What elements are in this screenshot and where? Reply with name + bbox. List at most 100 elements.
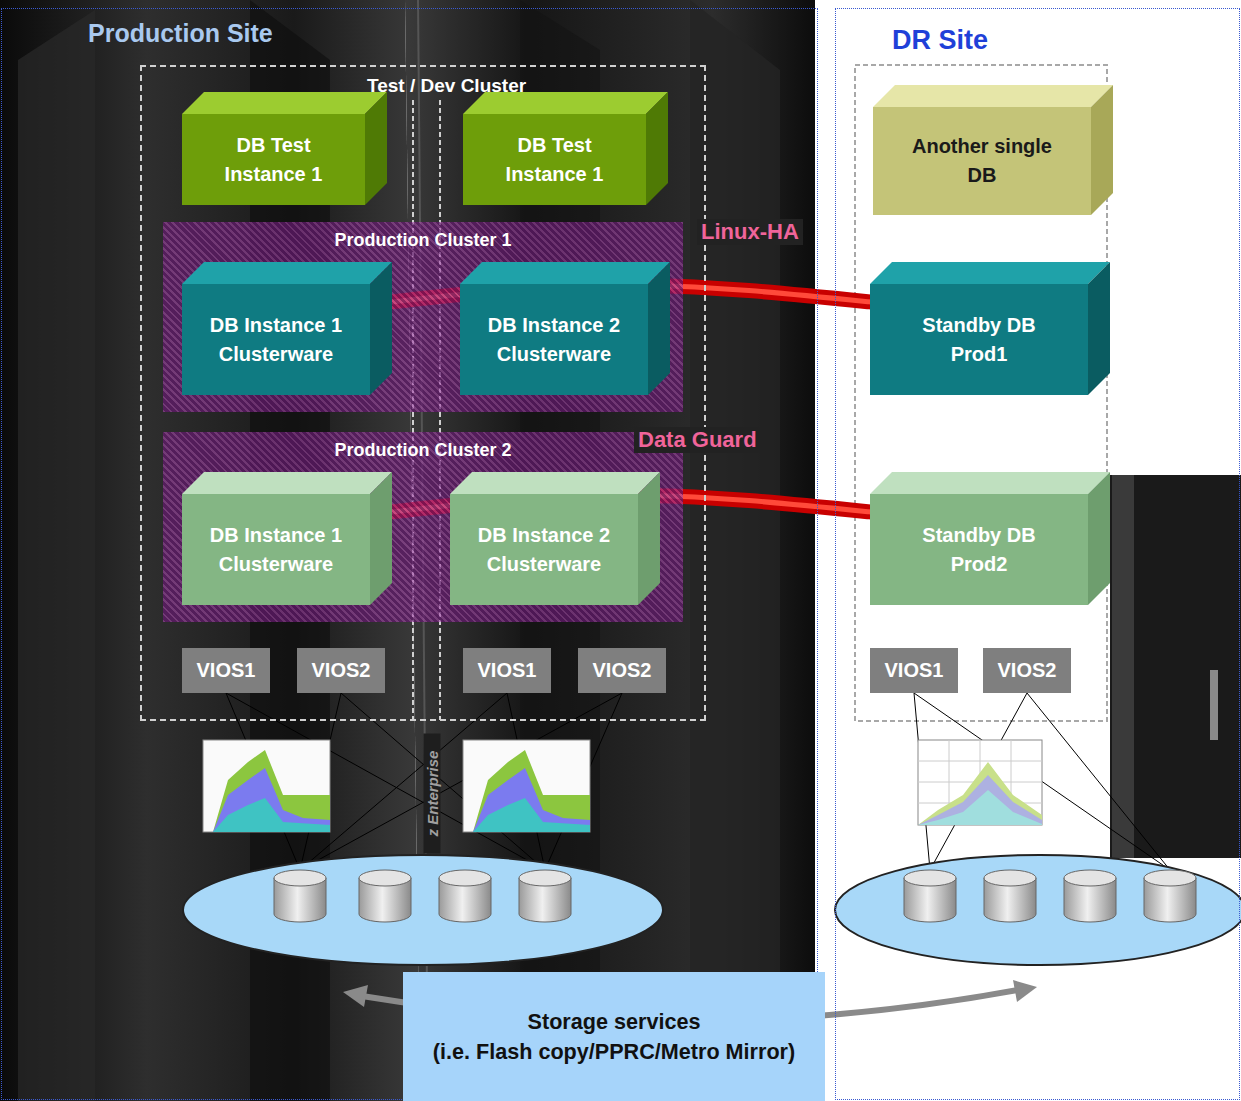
- server-cabinet: [1110, 475, 1241, 858]
- cube-top: [182, 472, 392, 494]
- cube-side: [370, 472, 392, 605]
- box-label: DB Test Instance 1: [197, 131, 350, 189]
- disk-symbol: [359, 870, 411, 886]
- cube-front: [460, 284, 648, 395]
- chart-area: [473, 798, 590, 832]
- db-box: DB Instance 2 Clusterware: [450, 472, 660, 605]
- chart-area: [473, 750, 590, 832]
- db-box: Another single DB: [873, 85, 1113, 215]
- cube-side: [1088, 472, 1110, 605]
- server-handle: [1210, 670, 1218, 740]
- box-label: DB Test Instance 1: [478, 131, 631, 189]
- cube-front: [182, 284, 370, 395]
- cube-side: [1088, 262, 1110, 395]
- cluster-title: Production Cluster 2: [163, 432, 683, 461]
- box-face: DB Instance 2 Clusterware: [460, 284, 648, 395]
- storage-services-box: Storage services(i.e. Flash copy/PPRC/Me…: [403, 972, 825, 1101]
- cube-top: [870, 472, 1110, 494]
- db-box: DB Test Instance 1: [182, 92, 387, 205]
- storage-pool: [183, 855, 663, 965]
- chart-area: [918, 762, 1042, 825]
- cube-top: [870, 262, 1110, 284]
- cube-side: [646, 92, 668, 205]
- chart-area: [213, 750, 330, 832]
- box-face: Standby DB Prod1: [870, 284, 1088, 395]
- box-face: Another single DB: [873, 107, 1091, 215]
- chart-area: [918, 775, 1042, 825]
- box-label: DB Instance 1 Clusterware: [192, 311, 360, 369]
- box-face: DB Test Instance 1: [463, 114, 646, 205]
- wire: [1027, 693, 1170, 870]
- region-title: Production Site: [88, 19, 273, 48]
- box-label: DB Instance 2 Clusterware: [470, 311, 638, 369]
- box-face: DB Instance 1 Clusterware: [182, 494, 370, 605]
- cube-front: [870, 284, 1088, 395]
- cube-front: [873, 107, 1091, 215]
- box-face: DB Instance 1 Clusterware: [182, 284, 370, 395]
- cluster-region: Test / Dev ClusterDB Test Instance 1DB T…: [140, 65, 706, 721]
- box-label: VIOS2: [312, 657, 371, 684]
- edge-label: Data Guard: [634, 427, 761, 453]
- site-region: DR SiteAnother single DB Standby DB Prod1…: [835, 8, 1240, 1100]
- cube-top: [463, 92, 668, 114]
- cube-side: [638, 472, 660, 605]
- box-label: VIOS1: [885, 657, 944, 684]
- disk-symbol: [519, 870, 571, 886]
- vios-box: VIOS1: [182, 648, 270, 693]
- cube-front: [182, 114, 365, 205]
- region-title: DR Site: [892, 25, 988, 56]
- box-face: DB Test Instance 1: [182, 114, 365, 205]
- disk-symbol: [984, 870, 1036, 886]
- chart-area: [918, 790, 1042, 825]
- cube-side: [365, 92, 387, 205]
- cube-top: [450, 472, 660, 494]
- chart-area: [473, 768, 590, 832]
- box-label: Standby DB Prod2: [900, 521, 1058, 579]
- vios-box: VIOS2: [983, 648, 1071, 693]
- db-box: DB Test Instance 1: [463, 92, 668, 205]
- disk-symbol: [1064, 870, 1116, 886]
- dashed-partition: [855, 65, 1107, 721]
- vios-box: VIOS1: [463, 648, 551, 693]
- server-facet: [1112, 475, 1134, 858]
- server-facet: [690, 0, 780, 1101]
- db-box: Standby DB Prod2: [870, 472, 1110, 605]
- chart-area: [213, 768, 330, 832]
- box-label: Another single DB: [903, 132, 1061, 190]
- chart-frame: [463, 740, 590, 832]
- cube-front: [870, 494, 1088, 605]
- cube-front: [463, 114, 646, 205]
- brand-label: z Enterprise: [424, 734, 441, 854]
- cube-front: [450, 494, 638, 605]
- cube-top: [182, 262, 392, 284]
- cluster-title: Production Cluster 1: [163, 222, 683, 251]
- vios-box: VIOS1: [870, 648, 958, 693]
- db-box: DB Instance 1 Clusterware: [182, 262, 392, 395]
- vios-box: VIOS2: [578, 648, 666, 693]
- box-label: Standby DB Prod1: [900, 311, 1058, 369]
- db-box: Standby DB Prod1: [870, 262, 1110, 395]
- storage-pool: [835, 855, 1241, 965]
- disk-symbol: [1144, 870, 1196, 886]
- box-face: Standby DB Prod2: [870, 494, 1088, 605]
- arrow-head: [343, 985, 368, 1007]
- box-label: VIOS1: [478, 657, 537, 684]
- cluster-band: Production Cluster 2 DB Instance 1 Cluste…: [163, 432, 683, 622]
- chart-area: [213, 798, 330, 832]
- box-face: DB Instance 2 Clusterware: [450, 494, 638, 605]
- box-label: VIOS2: [998, 657, 1057, 684]
- box-label: (i.e. Flash copy/PPRC/Metro Mirror): [433, 1037, 795, 1066]
- chart-frame: [918, 740, 1042, 825]
- vios-box: VIOS2: [297, 648, 385, 693]
- box-label: VIOS2: [593, 657, 652, 684]
- box-label: VIOS1: [197, 657, 256, 684]
- cluster-band: Production Cluster 1 DB Instance 1 Cluste…: [163, 222, 683, 412]
- arrow-head: [1013, 980, 1037, 1002]
- chart-frame: [203, 740, 330, 832]
- box-label: Storage services: [528, 1007, 701, 1036]
- disk-symbol: [439, 870, 491, 886]
- cube-side: [1091, 85, 1113, 215]
- box-label: DB Instance 2 Clusterware: [460, 521, 628, 579]
- cube-top: [460, 262, 670, 284]
